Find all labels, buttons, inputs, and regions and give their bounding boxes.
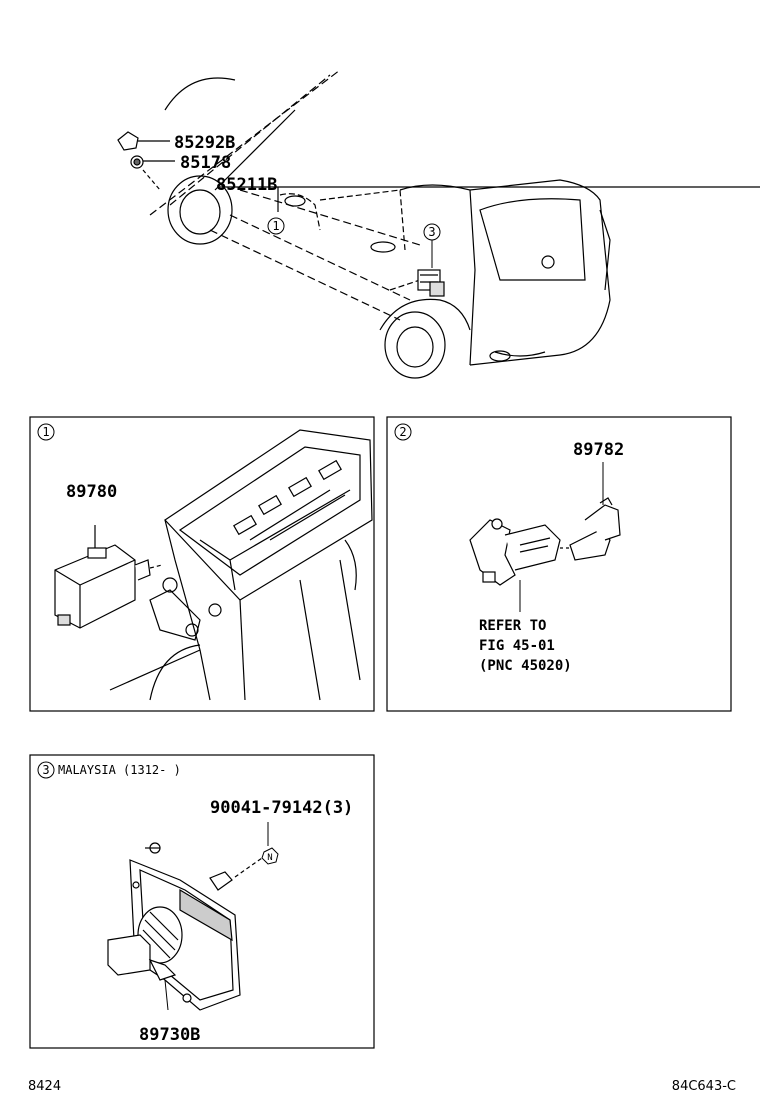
module-89780-illustration <box>54 525 163 629</box>
panel-3-index: 3 <box>42 763 49 777</box>
panel-2-note-line-2: FIG 45-01 <box>479 638 555 654</box>
panel-3-part-no: 89730B <box>139 1025 200 1045</box>
panel-1-index: 1 <box>42 425 49 439</box>
footer-left-code: 8424 <box>28 1079 61 1094</box>
nut-marker-n: N <box>261 847 279 865</box>
panel-2-part-no: 89782 <box>573 440 624 460</box>
svg-text:3: 3 <box>428 225 435 239</box>
vehicle-illustration <box>117 69 760 379</box>
panel-3-title: MALAYSIA (1312- ) <box>58 763 181 777</box>
svg-text:N: N <box>267 853 272 863</box>
marker-1-vehicle: 1 <box>267 217 285 235</box>
svg-text:1: 1 <box>272 219 279 233</box>
panel-1: 1 <box>29 416 375 712</box>
hvac-housing-illustration <box>109 429 373 701</box>
callout-85178: 85178 <box>180 153 231 173</box>
panel-2: 2 89782 REFER TO FIG 45-01 (PNC 45020) <box>386 416 732 712</box>
callout-85211b: 85211B <box>216 175 277 195</box>
panel-2-note-line-3: (PNC 45020) <box>479 658 572 674</box>
panel-3-bolt-part-no: 90041-79142(3) <box>210 798 353 818</box>
panel-1-part-no: 89780 <box>66 482 117 502</box>
panel-2-index: 2 <box>399 425 406 439</box>
panel-2-note-line-1: REFER TO <box>479 618 546 634</box>
footer-right-code: 84C643-C <box>672 1079 736 1094</box>
marker-3-vehicle: 3 <box>423 223 441 268</box>
callout-85292b: 85292B <box>174 133 235 153</box>
connector-89782-illustration <box>469 497 621 586</box>
module-89730b-illustration <box>107 842 263 1011</box>
panel-3: 3 MALAYSIA (1312- ) N 90041-79142(3) 897 <box>29 754 375 1049</box>
